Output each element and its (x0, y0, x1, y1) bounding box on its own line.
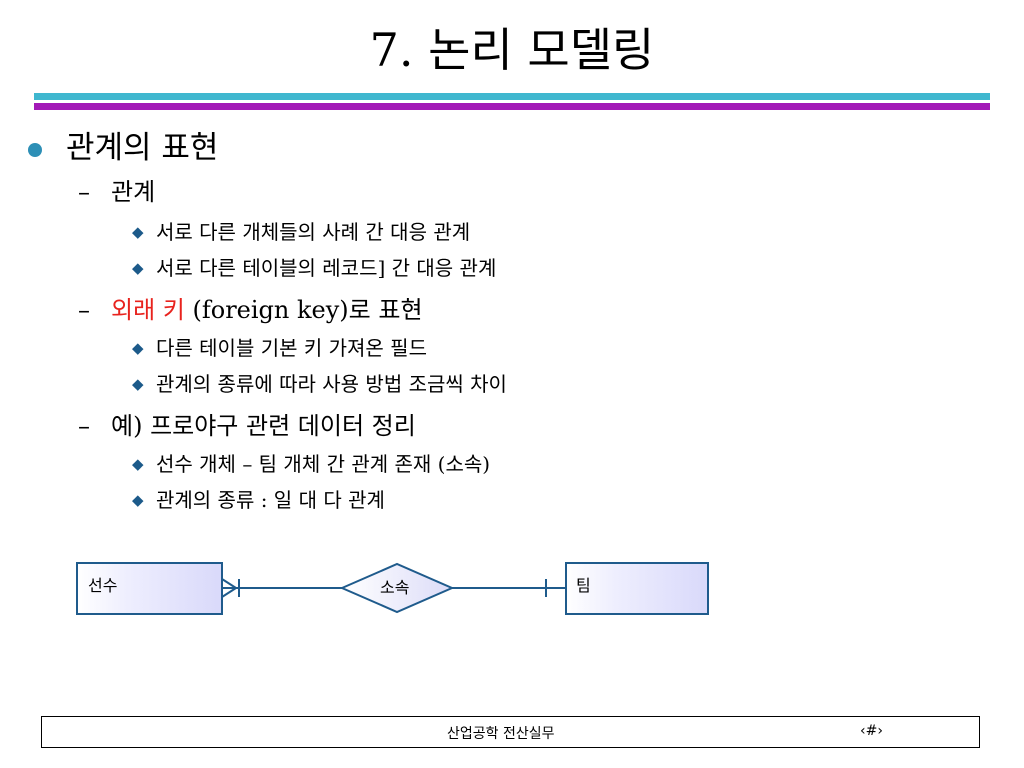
slide-number: ‹#› (860, 723, 883, 739)
footer-text: 산업공학 전산실무 (447, 726, 555, 742)
detail-text: 다른 테이블 기본 키 가져온 필드 (156, 336, 427, 360)
detail-text: 관계의 종류 : 일 대 다 관계 (156, 488, 385, 512)
many-cardinality-marker (221, 578, 240, 598)
detail-text: 관계의 종류에 따라 사용 방법 조금씩 차이 (156, 372, 507, 396)
relationship-label: 소속 (380, 578, 410, 597)
diamond-bullet-icon: ◆ (132, 259, 144, 277)
diamond-bullet-icon: ◆ (132, 375, 144, 393)
detail-text: 서로 다른 개체들의 사례 간 대응 관계 (156, 220, 471, 244)
diamond-bullet-icon: ◆ (132, 491, 144, 509)
subbullet-text: 예) 프로야구 관련 데이터 정리 (111, 412, 416, 440)
entity-team-label: 팀 (576, 576, 591, 595)
detail-text: 선수 개체 – 팀 개체 간 관계 존재 (소속) (156, 452, 491, 476)
relationship-diamond (339, 562, 455, 614)
entity-team-box (565, 562, 709, 615)
slide-title: 7. 논리 모델링 (369, 23, 655, 77)
er-diagram-svg (76, 562, 709, 615)
detail-text: 서로 다른 테이블의 레코드] 간 대응 관계 (156, 256, 497, 280)
diamond-bullet-icon: ◆ (132, 223, 144, 241)
dash-bullet: – (78, 178, 90, 206)
diamond-bullet-icon: ◆ (132, 455, 144, 473)
entity-player-label: 선수 (88, 576, 118, 595)
footer-box: 산업공학 전산실무 ‹#› (41, 716, 980, 748)
bullet-text: 관계의 표현 (66, 130, 219, 166)
subbullet-text: 관계 (111, 178, 156, 206)
diamond-bullet-icon: ◆ (132, 339, 144, 357)
round-bullet-icon (28, 143, 42, 157)
dash-bullet: – (78, 296, 90, 324)
subbullet-text: 외래 키 (foreign key)로 표현 (111, 294, 423, 326)
highlight-text: 외래 키 (111, 296, 185, 324)
title-rule-top (34, 93, 990, 100)
title-rule-bottom (34, 103, 990, 110)
dash-bullet: – (78, 412, 90, 440)
title-rule-gap (34, 100, 990, 103)
entity-player-box (76, 562, 223, 615)
subbullet-text-rest: (foreign key)로 표현 (184, 296, 423, 324)
er-diagram: 선수 소속 팀 (60, 550, 740, 630)
